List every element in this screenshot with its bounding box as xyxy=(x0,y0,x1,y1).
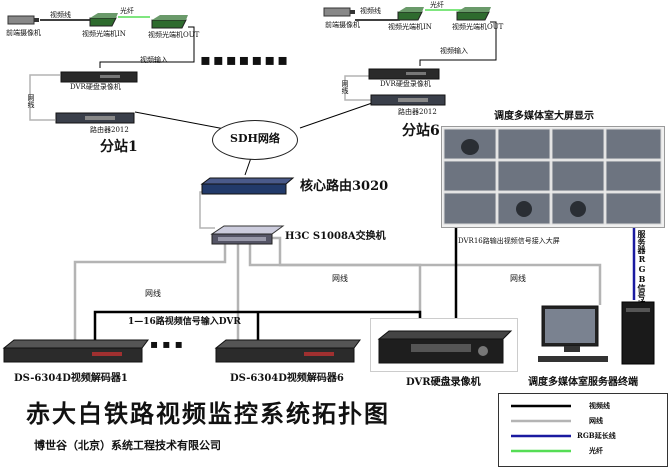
legend-label-video: 视频线 xyxy=(589,401,610,410)
camera-right xyxy=(322,4,356,18)
substation-left-name: 分站1 xyxy=(100,139,138,155)
left-router-to-sdh xyxy=(134,111,231,131)
ellipsis-top: ▪▪▪▪▪▪▪ xyxy=(200,50,290,69)
legend-label-fiber: 光纤 xyxy=(589,446,603,455)
net-switch-dvr xyxy=(248,243,422,330)
net-switch-server xyxy=(265,236,602,305)
net-right-label: 网线 xyxy=(341,80,349,94)
dvr-left xyxy=(60,68,138,83)
router-right xyxy=(370,92,446,106)
net-label-1: 网线 xyxy=(145,289,161,298)
video-line-right-label: 视频线 xyxy=(360,7,381,15)
net-left-label: 网线 xyxy=(27,94,35,108)
diagram-title: 赤大白铁路视频监控系统拓扑图 xyxy=(26,399,390,428)
decoder1-label: DS-6304D视频解码器1 xyxy=(14,373,128,384)
optical-in-right xyxy=(396,4,424,22)
core-router-label: 核心路由3020 xyxy=(300,179,389,194)
router-left xyxy=(55,110,135,124)
optical-out-right-label: 视频光端机OUT xyxy=(452,23,504,31)
net-switch-decoder1 xyxy=(73,243,227,340)
net-label-2: 网线 xyxy=(332,274,348,283)
ellipsis-bottom: ▪ ▪ ▪ xyxy=(150,337,183,351)
net-label-3: 网线 xyxy=(510,274,526,283)
server-terminal xyxy=(528,300,668,370)
switch-device xyxy=(210,222,285,246)
big-screen-title: 调度多媒体室大屏显示 xyxy=(494,111,594,122)
fiber-left-label: 光纤 xyxy=(120,7,134,15)
dvr-left-label: DVR硬盘录像机 xyxy=(70,83,121,91)
optical-out-left xyxy=(150,12,188,30)
optical-in-left xyxy=(88,10,118,28)
video-input-right xyxy=(419,21,497,66)
rgb-label: 服务器RGB信号接入大屏 xyxy=(637,230,647,332)
center-dvr-frame xyxy=(370,318,518,372)
video-input-left-label: 视频输入 xyxy=(140,56,168,64)
decoder6-device xyxy=(214,336,362,364)
right-router-to-sdh xyxy=(299,101,376,129)
legend-label-rgb: RGB延长线 xyxy=(577,431,616,440)
video-input-right-label: 视频输入 xyxy=(440,47,468,55)
decoder1-device xyxy=(2,336,150,364)
router-right-label: 路由器2012 xyxy=(398,108,437,116)
decoder6-label: DS-6304D视频解码器6 xyxy=(230,373,344,384)
camera-left-label: 前端摄像机 xyxy=(6,29,41,37)
dvr-input-label: 1—16路视频信号输入DVR xyxy=(128,317,241,327)
dvr-right-label: DVR硬盘录像机 xyxy=(380,80,431,88)
core-router xyxy=(200,172,295,196)
net-left xyxy=(29,74,60,121)
optical-in-right-label: 视频光端机IN xyxy=(388,23,432,31)
switch-label: H3C S1008A交换机 xyxy=(285,231,386,242)
big-screen-wall xyxy=(441,126,665,228)
video-input-left xyxy=(99,26,195,68)
optical-in-left-label: 视频光端机IN xyxy=(82,30,126,38)
net-right xyxy=(344,75,372,101)
sdh-cloud xyxy=(212,120,298,160)
substation-right-name: 分站6 xyxy=(402,123,440,139)
dvr-right xyxy=(368,65,440,80)
legend: 视频线 网线 RGB延长线 光纤 xyxy=(498,393,668,467)
optical-out-left-label: 视频光端机OUT xyxy=(148,31,200,39)
sdh-label: SDH网络 xyxy=(230,132,280,145)
center-dvr-label: DVR硬盘录像机 xyxy=(406,377,481,388)
camera-right-label: 前端摄像机 xyxy=(325,21,360,29)
fiber-right-label: 光纤 xyxy=(430,1,444,9)
company-name: 博世谷（北京）系统工程技术有限公司 xyxy=(34,439,221,452)
camera-left xyxy=(6,12,40,26)
legend-label-net: 网线 xyxy=(589,416,603,425)
router-left-label: 路由器2012 xyxy=(90,126,129,134)
server-label: 调度多媒体室服务器终端 xyxy=(528,377,638,388)
video-line-left-label: 视频线 xyxy=(50,11,71,19)
optical-out-right xyxy=(455,4,491,22)
dvr16-label: DVR16路输出视频信号接入大屏 xyxy=(458,237,560,245)
